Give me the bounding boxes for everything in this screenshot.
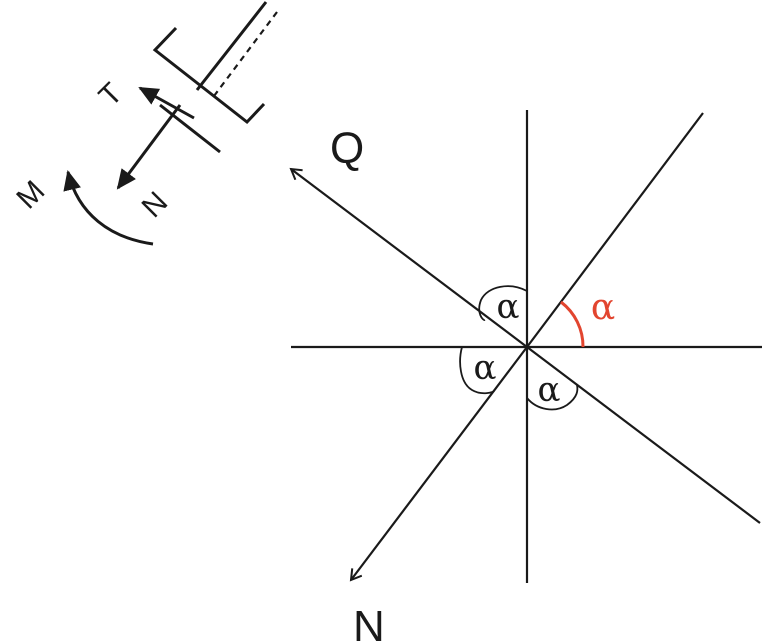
angle-arc-highlighted [560,300,585,348]
tangential-force-arrow [138,86,195,120]
n-axis-arrow [349,346,528,582]
q-axis-arrow [289,167,528,348]
moment-arrow [63,170,154,246]
beam-cut-line [195,1,268,91]
angle-symbol-highlighted: α [591,287,615,328]
diagonal-line-upper-right [526,112,704,348]
angle-symbol-left: α [474,348,497,388]
tangential-label: T [93,77,129,113]
angle-arc-lower-right [526,384,579,411]
angle-symbol-lower-right: α [538,370,561,410]
beam-element [152,1,278,154]
angle-arc-left [459,346,495,395]
angle-arc-upper-left [478,285,528,321]
normal-beam-label: N [136,186,175,225]
moment-label: M [10,174,51,215]
normal-force-arrow [116,104,182,190]
n-axis-label: N [353,602,385,643]
diagonal-line-lower-right [526,346,761,524]
beam-section-line [159,103,221,154]
angle-symbol-upper-left: α [497,287,520,327]
q-axis-label: Q [330,124,364,173]
